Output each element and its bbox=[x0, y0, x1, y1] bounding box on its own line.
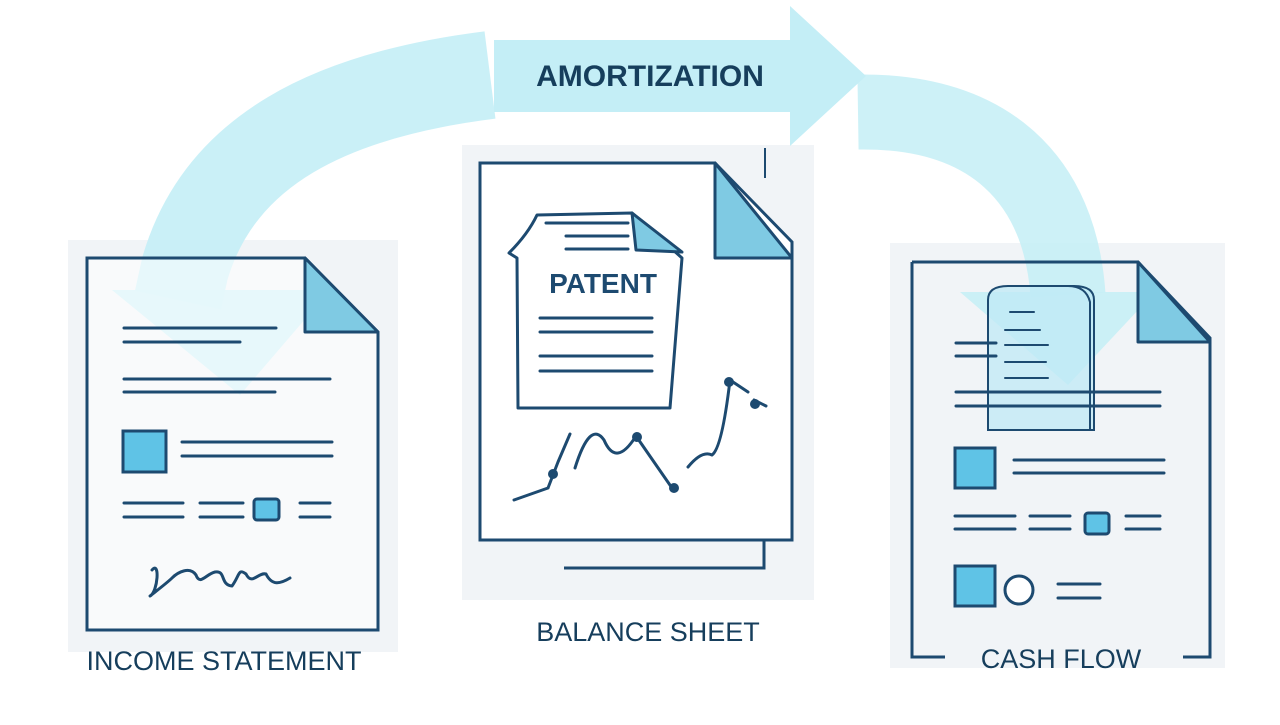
line-chart-icon bbox=[512, 378, 768, 502]
small-box-icon bbox=[252, 497, 281, 522]
page-fold-icon bbox=[713, 161, 794, 260]
text-lines bbox=[122, 326, 334, 519]
income-statement-label: INCOME STATEMENT bbox=[87, 646, 362, 676]
cash-flow-label: CASH FLOW bbox=[981, 644, 1142, 674]
checkbox-icon bbox=[121, 429, 168, 474]
chart-points bbox=[548, 377, 760, 493]
page-fold-icon bbox=[1136, 260, 1212, 344]
patent-label: PATENT bbox=[549, 268, 657, 299]
patent-icon: PATENT bbox=[507, 211, 684, 410]
checkbox-icon bbox=[953, 446, 997, 490]
page-fold-icon bbox=[303, 256, 380, 334]
balance-sheet-label: BALANCE SHEET bbox=[536, 617, 760, 647]
balance-sheet-document: PATENT bbox=[478, 148, 794, 570]
cash-flow-document bbox=[910, 260, 1212, 659]
radio-icon bbox=[1003, 574, 1035, 606]
income-statement-document bbox=[85, 256, 380, 632]
receipt-icon bbox=[987, 285, 1095, 431]
signature-icon bbox=[148, 566, 292, 598]
amortization-label: AMORTIZATION bbox=[536, 60, 764, 93]
text-lines bbox=[953, 341, 1166, 600]
amortization-arrow: AMORTIZATION bbox=[494, 6, 866, 146]
small-box-icon bbox=[1083, 511, 1111, 536]
checkbox-icon bbox=[953, 564, 997, 608]
